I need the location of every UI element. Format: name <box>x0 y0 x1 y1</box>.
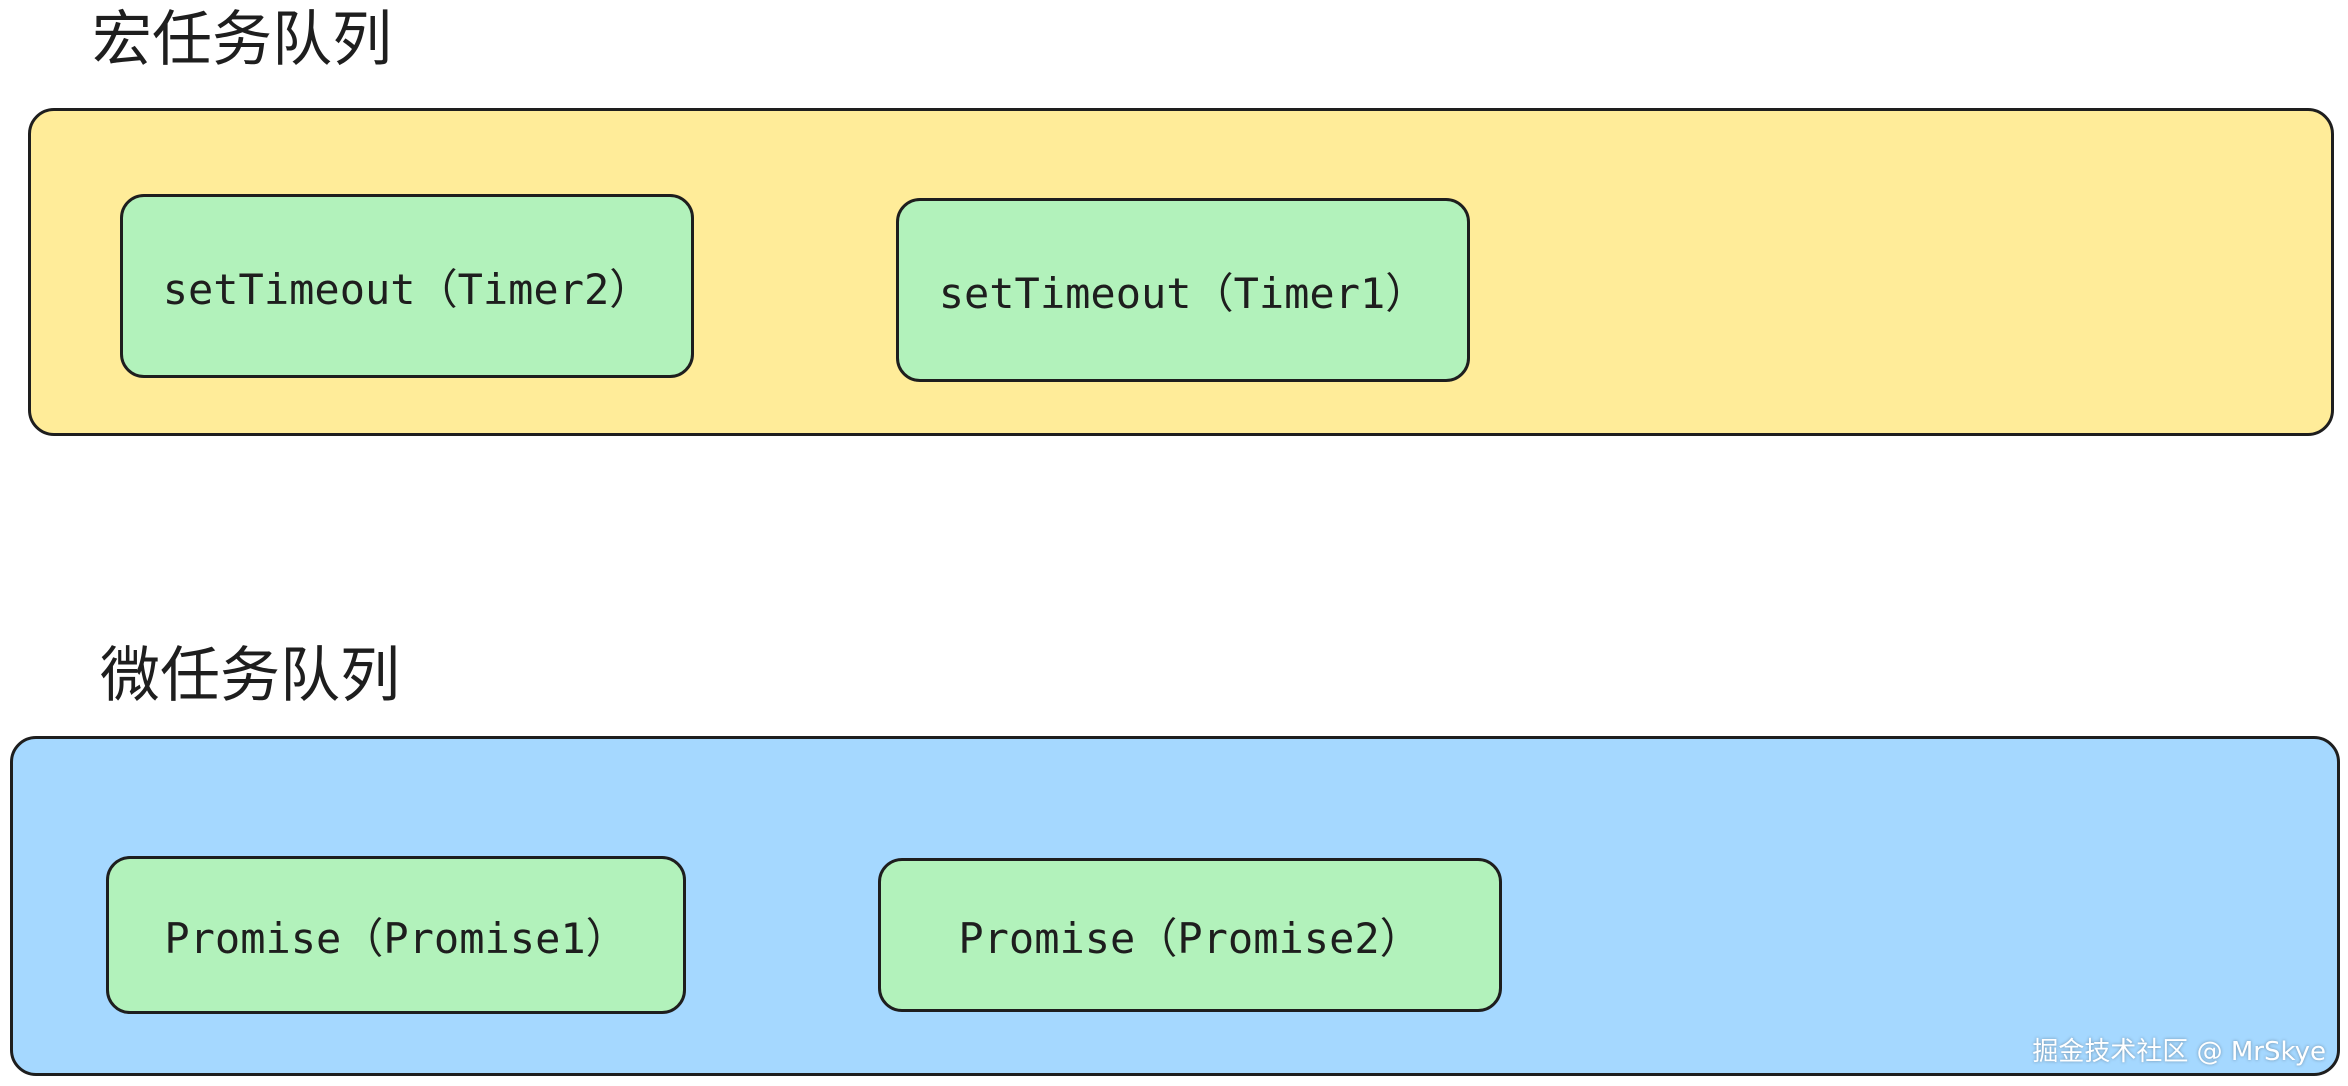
task-label: setTimeout（Timer1） <box>938 268 1428 318</box>
micro-queue-title: 微任务队列 <box>100 641 400 711</box>
task-label: setTimeout（Timer2） <box>162 264 652 314</box>
task-label: Promise（Promise1） <box>164 913 628 963</box>
micro-task-promise1: Promise（Promise1） <box>106 856 686 1014</box>
micro-task-promise2: Promise（Promise2） <box>878 858 1502 1012</box>
macro-queue-title: 宏任务队列 <box>92 5 392 75</box>
watermark-text: 掘金技术社区 @ MrSkye <box>2032 1037 2326 1067</box>
macro-task-timer1: setTimeout（Timer1） <box>896 198 1470 382</box>
macro-task-timer2: setTimeout（Timer2） <box>120 194 694 378</box>
task-label: Promise（Promise2） <box>958 913 1422 963</box>
